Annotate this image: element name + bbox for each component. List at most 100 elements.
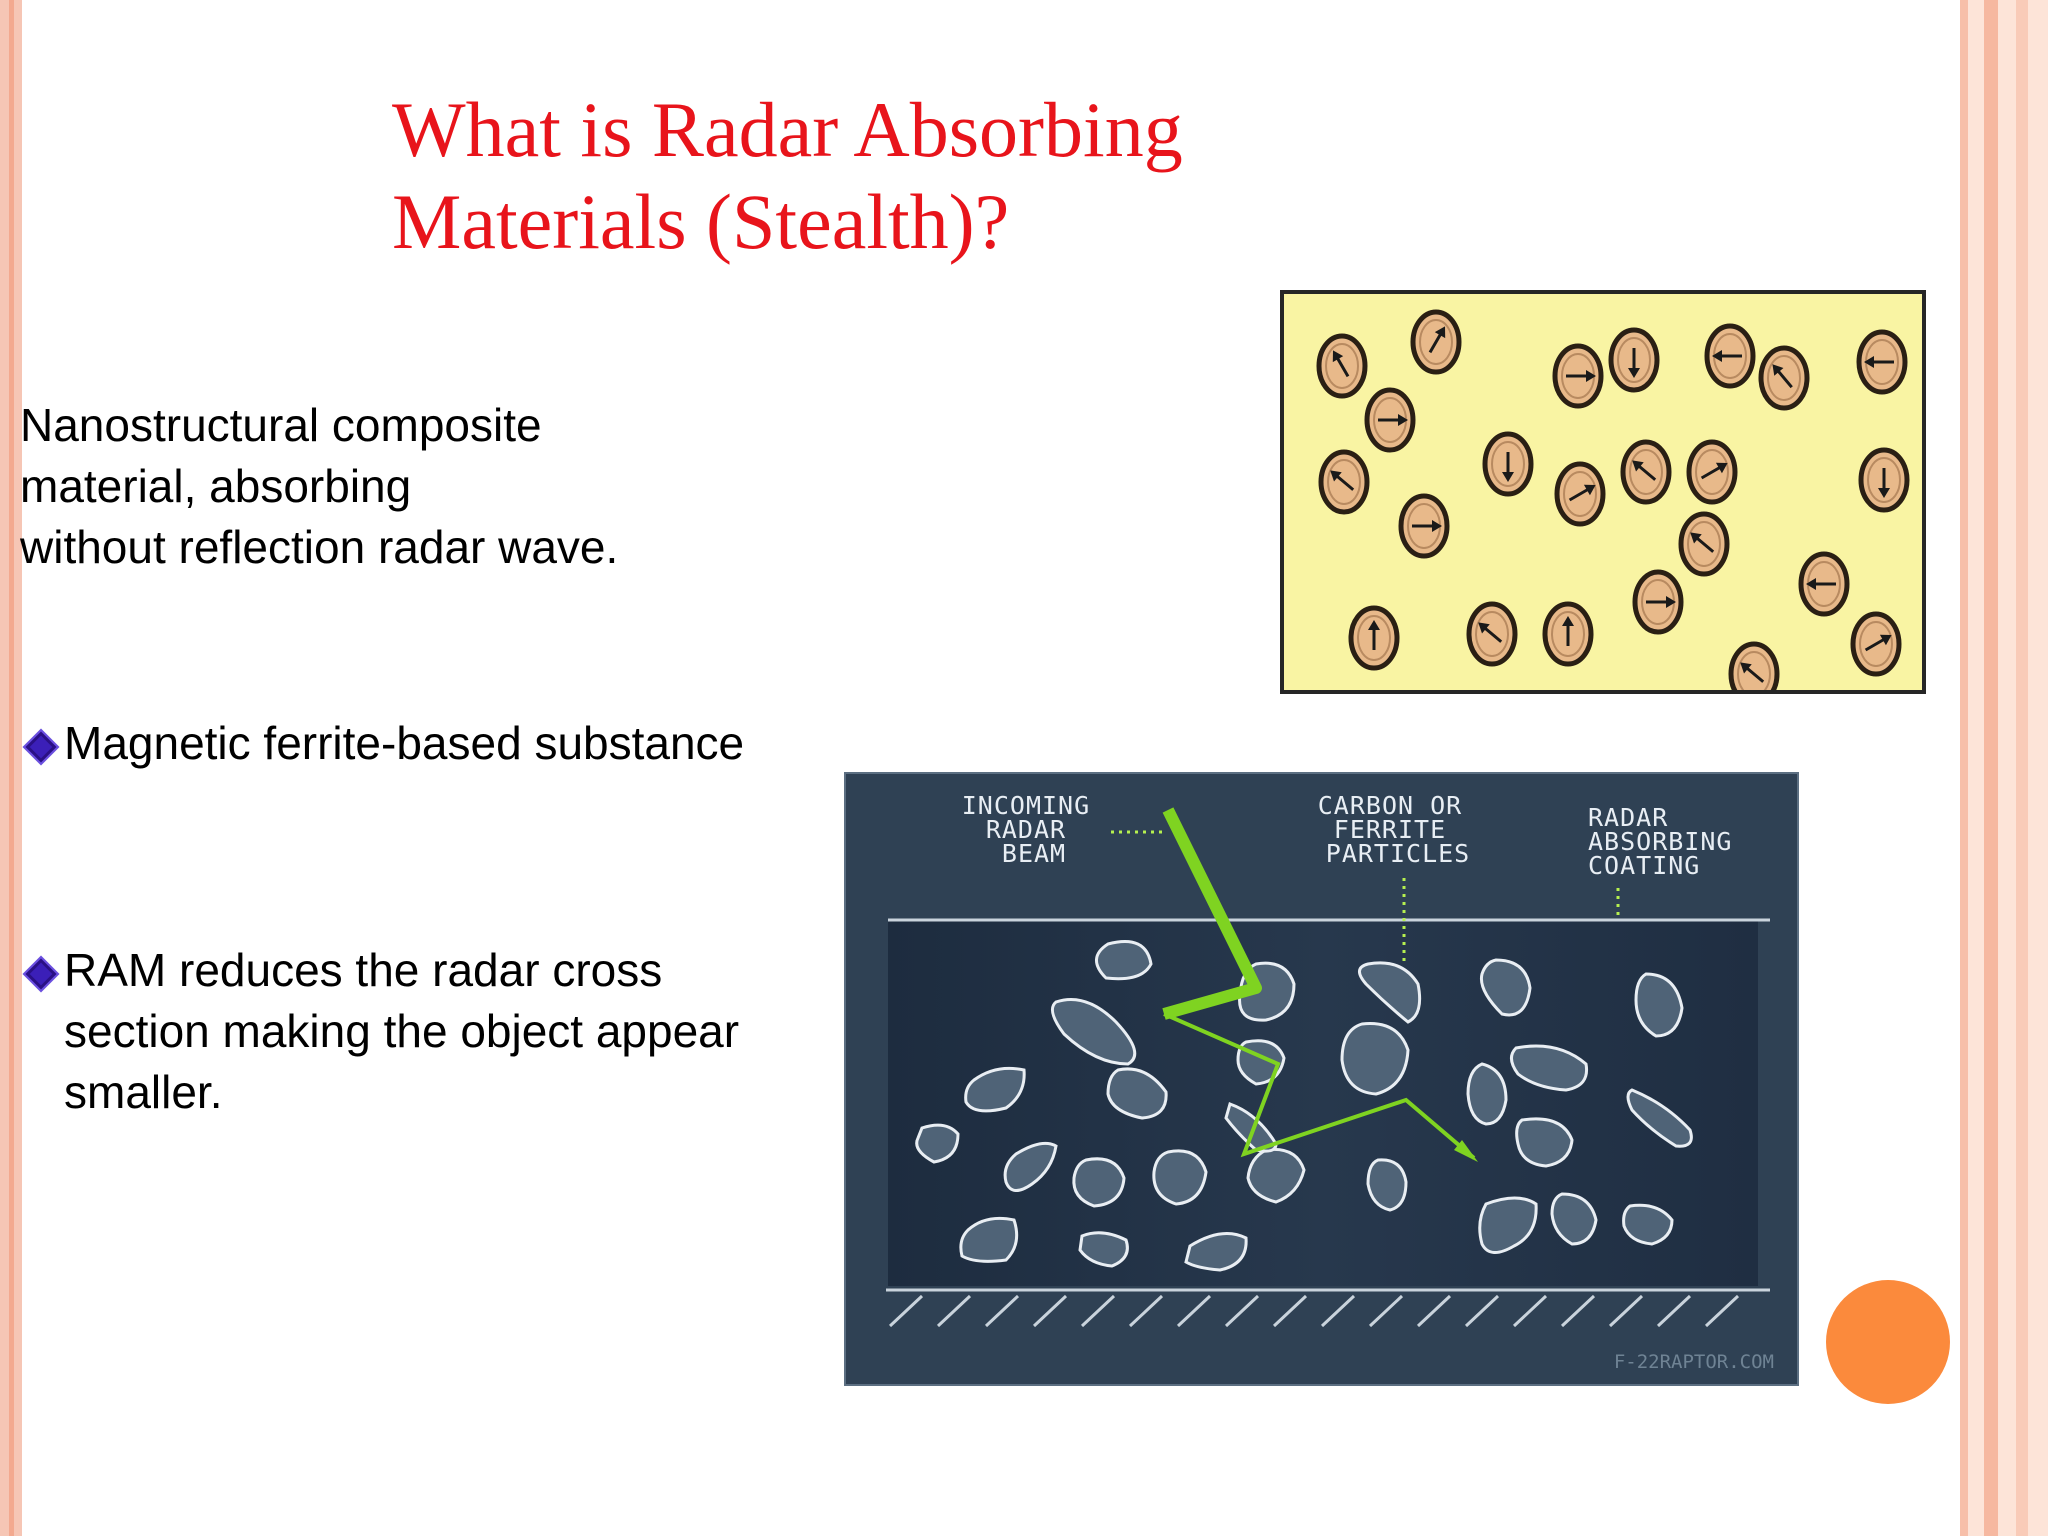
hatch-mark — [936, 1294, 972, 1328]
right-border — [1960, 0, 2048, 1536]
title-line: Materials (Stealth)? — [392, 178, 1010, 265]
magnetic-domain — [1856, 329, 1908, 395]
magnetic-domain — [1318, 449, 1370, 515]
intro-line: material, absorbing — [20, 460, 412, 512]
bullet-text: RAM reduces the radar cross section maki… — [64, 940, 739, 1123]
ground-hatching — [888, 1294, 1740, 1328]
intro-line: Nanostructural composite — [20, 399, 542, 451]
magnetic-domain — [1798, 551, 1850, 617]
magnetic-domain — [1728, 641, 1780, 707]
magnetic-domain — [1482, 431, 1534, 497]
magnetic-domain — [1552, 343, 1604, 409]
label-line: COATING — [1588, 851, 1700, 880]
particle — [1622, 1203, 1674, 1246]
hatch-mark — [1656, 1294, 1692, 1328]
bullet-text-line: smaller. — [64, 1066, 223, 1118]
hatch-mark — [1560, 1294, 1596, 1328]
hatch-mark — [1512, 1294, 1548, 1328]
label-line: FERRITE — [1334, 815, 1446, 844]
magnetic-domain — [1410, 309, 1462, 375]
reflected-beam — [1163, 1012, 1478, 1162]
hatch-mark — [1272, 1294, 1308, 1328]
incoming-radar-beam — [1162, 807, 1262, 1020]
label-line: RADAR — [1588, 803, 1668, 832]
magnetic-domain — [1348, 605, 1400, 671]
particle — [1340, 1022, 1410, 1096]
particle — [1515, 1117, 1574, 1168]
label-line: PARTICLES — [1326, 839, 1470, 868]
label-line: ABSORBING — [1588, 827, 1732, 856]
particle — [915, 1123, 960, 1164]
hatch-mark — [888, 1294, 924, 1328]
magnetic-domain — [1686, 439, 1738, 505]
magnetic-domain — [1850, 611, 1902, 677]
magnetic-domain — [1608, 327, 1660, 393]
particle — [1478, 1196, 1538, 1254]
bullet-item: RAM reduces the radar cross section maki… — [20, 940, 820, 1123]
absorbing-layer — [888, 920, 1758, 1286]
magnetic-domain — [1858, 447, 1910, 513]
watermark: F-22RAPTOR.COM — [1614, 1351, 1774, 1373]
magnetic-domain — [1554, 461, 1606, 527]
particle — [964, 1066, 1026, 1113]
hatch-mark — [1032, 1294, 1068, 1328]
particle — [1479, 958, 1532, 1017]
diamond-bullet-icon — [22, 955, 60, 993]
hatch-mark — [1320, 1294, 1356, 1328]
particle — [1095, 940, 1153, 981]
hatch-mark — [1176, 1294, 1212, 1328]
particle — [1246, 1147, 1306, 1204]
hatch-mark — [1464, 1294, 1500, 1328]
label-line: CARBON OR — [1318, 791, 1462, 820]
particle — [1510, 1044, 1589, 1092]
magnetic-domain — [1758, 345, 1810, 411]
magnetic-domain — [1620, 439, 1672, 505]
diamond-bullet-icon — [22, 728, 60, 766]
magnetic-domain — [1678, 511, 1730, 577]
hatch-mark — [1128, 1294, 1164, 1328]
label-incoming-radar-beam: INCOMING RADAR BEAM — [962, 791, 1106, 868]
label-line: RADAR — [986, 815, 1066, 844]
intro-paragraph: Nanostructural composite material, absor… — [20, 395, 780, 578]
right-border-stripe — [1960, 0, 1968, 1536]
right-border-stripe — [2016, 0, 2028, 1536]
bullet-text: Magnetic ferrite-based substance — [64, 717, 745, 769]
particle — [1072, 1157, 1126, 1208]
particle — [1078, 1231, 1129, 1268]
particles-group — [915, 940, 1693, 1272]
particle — [1550, 1192, 1598, 1246]
magnetic-domain — [1316, 333, 1368, 399]
bullet-item: Magnetic ferrite-based substance — [20, 713, 840, 774]
intro-line: without reflection radar wave. — [20, 521, 619, 573]
particle — [1184, 1232, 1248, 1272]
label-line: BEAM — [1002, 839, 1066, 868]
label-carbon-ferrite-particles: CARBON OR FERRITE PARTICLES — [1318, 791, 1479, 868]
ferrite-domains-illustration — [1280, 290, 1926, 707]
particle — [1358, 961, 1422, 1024]
slide-title: What is Radar Absorbing Materials (Steal… — [392, 84, 1272, 268]
hatch-mark — [1608, 1294, 1644, 1328]
particle — [1003, 1141, 1058, 1192]
magnetic-domain — [1542, 601, 1594, 667]
particle — [1106, 1067, 1168, 1120]
hatch-mark — [984, 1294, 1020, 1328]
left-border-stripe — [9, 0, 14, 1536]
title-line: What is Radar Absorbing — [392, 86, 1183, 173]
hatch-mark — [1416, 1294, 1452, 1328]
decorative-orange-circle — [1826, 1280, 1950, 1404]
right-border-stripe — [1984, 0, 1998, 1536]
ram-diagram-graphic: INCOMING RADAR BEAM CARBON OR FERRITE PA… — [886, 791, 1774, 1373]
magnetic-domain — [1466, 601, 1518, 667]
hatch-mark — [1368, 1294, 1404, 1328]
hatch-mark — [1080, 1294, 1116, 1328]
hatch-mark — [1704, 1294, 1740, 1328]
magnetic-domain — [1364, 387, 1416, 453]
magnetic-domain — [1632, 569, 1684, 635]
label-radar-absorbing-coating: RADAR ABSORBING COATING — [1588, 803, 1749, 880]
particle — [1626, 1088, 1693, 1148]
magnetic-domain — [1704, 323, 1756, 389]
particle — [1152, 1149, 1208, 1206]
particle — [1050, 998, 1137, 1066]
hatch-mark — [1224, 1294, 1260, 1328]
magnetic-domain — [1398, 493, 1450, 559]
